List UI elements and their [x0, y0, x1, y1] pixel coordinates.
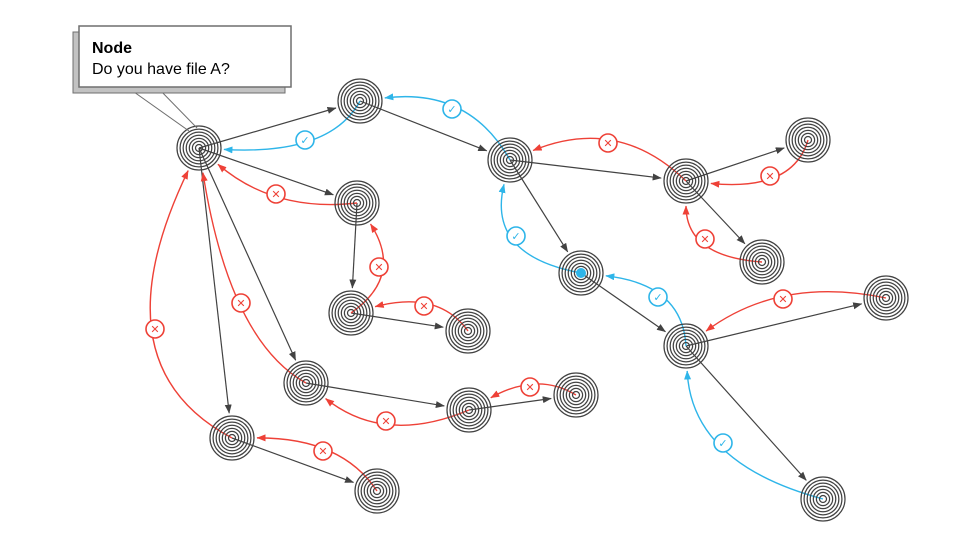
checkmark-icon: ✓	[511, 231, 520, 243]
no-badge-n4: ✕	[598, 133, 618, 153]
query-edge-n3-n4	[509, 159, 662, 181]
peer-node-n10	[800, 476, 846, 522]
no-badge-n15: ✕	[414, 296, 434, 316]
peer-node-n7	[739, 239, 785, 285]
peer-node-n18	[354, 468, 400, 514]
peer-node-n11	[334, 180, 380, 226]
query-edge-n8-n10	[685, 345, 807, 481]
callout-box	[78, 25, 292, 88]
peer-node-n9	[863, 275, 909, 321]
no-badge-n13: ✕	[145, 319, 165, 339]
cross-icon: ✕	[778, 294, 787, 306]
yes-badge-n2: ✓	[295, 130, 315, 150]
no-badge-n7: ✕	[695, 229, 715, 249]
query-edge-n16-n17	[468, 396, 552, 411]
query-edge-n4-n7	[685, 180, 746, 245]
cross-icon: ✕	[271, 189, 280, 201]
query-edge-n12-n16	[305, 382, 445, 408]
callout-pointer-line-left	[126, 86, 190, 132]
peer-node-n2	[337, 78, 383, 124]
cross-icon: ✕	[318, 446, 327, 458]
query-edge-n1-n11	[198, 147, 334, 196]
nodes-layer	[176, 78, 909, 522]
cross-icon: ✕	[150, 324, 159, 336]
peer-node-n4	[663, 158, 709, 204]
no-badge-n18: ✕	[313, 441, 333, 461]
query-edge-n3-n5	[509, 159, 569, 253]
query-edge-n1-n2	[198, 107, 337, 149]
query-edge-n1-n12	[198, 147, 297, 361]
response-edge-no-n12-n1	[200, 172, 307, 384]
yes-badge-n3: ✓	[442, 99, 462, 119]
query-edge-n2-n3	[359, 100, 488, 152]
query-edge-n4-n6	[685, 147, 785, 182]
query-edges-layer	[198, 100, 863, 483]
cross-icon: ✕	[603, 138, 612, 150]
peer-node-n14	[328, 290, 374, 336]
peer-node-n8	[663, 323, 709, 369]
peer-node-n5	[558, 250, 604, 296]
checkmark-icon: ✓	[300, 135, 309, 147]
cross-icon: ✕	[525, 382, 534, 394]
no-badge-n11: ✕	[266, 184, 286, 204]
query-edge-n8-n9	[685, 302, 863, 347]
peer-node-n13	[209, 415, 255, 461]
yes-badge-n8: ✓	[648, 287, 668, 307]
no-badge-n9: ✕	[773, 289, 793, 309]
peer-node-n12	[283, 360, 329, 406]
checkmark-icon: ✓	[447, 104, 456, 116]
no-badge-n12: ✕	[231, 293, 251, 313]
cross-icon: ✕	[374, 262, 383, 274]
checkmark-icon: ✓	[653, 292, 662, 304]
query-edge-n11-n14	[349, 202, 358, 289]
peer-node-n6	[785, 117, 831, 163]
peer-node-n3	[487, 137, 533, 183]
callout: Node Do you have file A?	[72, 25, 292, 132]
peer-node-n1	[176, 125, 222, 171]
response-edge-no-n11-n1	[217, 163, 358, 206]
no-badge-n17: ✕	[520, 377, 540, 397]
peer-node-n15	[445, 308, 491, 354]
query-edge-n5-n8	[580, 272, 666, 333]
response-edge-no-n13-n1	[149, 170, 233, 439]
callout-message: Do you have file A?	[92, 61, 230, 78]
yes-badge-n5: ✓	[506, 226, 526, 246]
cross-icon: ✕	[765, 171, 774, 183]
callout-title: Node	[92, 40, 132, 57]
response-edge-yes-n10-n8	[684, 370, 824, 500]
cross-icon: ✕	[236, 298, 245, 310]
checkmark-icon: ✓	[718, 438, 727, 450]
response-edge-no-n9-n8	[705, 291, 887, 332]
yes-badge-n10: ✓	[713, 433, 733, 453]
no-badge-n16: ✕	[376, 411, 396, 431]
cross-icon: ✕	[419, 301, 428, 313]
query-edge-n1-n13	[198, 147, 232, 414]
no-badge-n6: ✕	[760, 166, 780, 186]
file-holder-dot	[576, 268, 586, 278]
cross-icon: ✕	[381, 416, 390, 428]
peer-node-n17	[553, 372, 599, 418]
callout-pointer-line-right	[156, 86, 198, 129]
badges-layer: ✓ ✓ ✓ ✓ ✓ ✕ ✕ ✕ ✕ ✕ ✕ ✕ ✕ ✕ ✕ ✕ ✕	[145, 99, 793, 461]
peer-node-n16	[446, 387, 492, 433]
cross-icon: ✕	[700, 234, 709, 246]
no-badge-n14: ✕	[369, 257, 389, 277]
